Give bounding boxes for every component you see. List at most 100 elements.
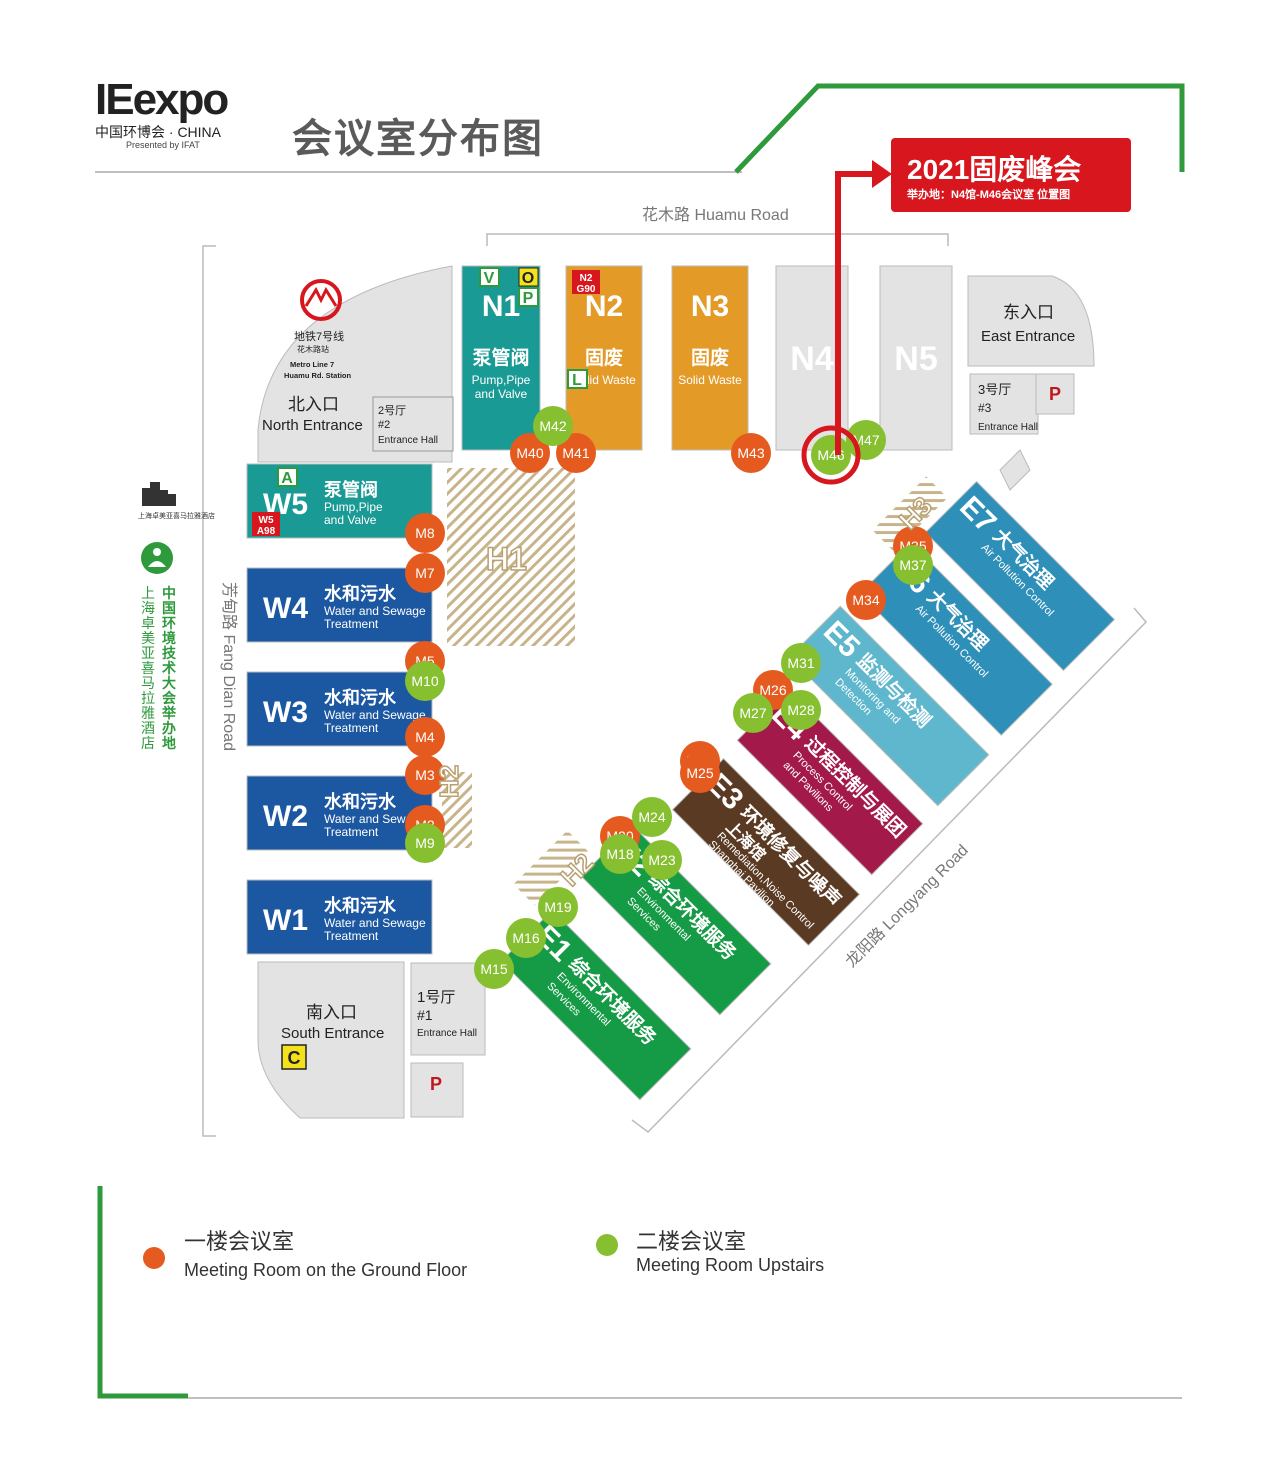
meeting-room-m40[interactable]: M40 xyxy=(510,433,550,473)
hall2-en: Entrance Hall xyxy=(378,435,438,446)
meeting-room-m4[interactable]: M4 xyxy=(405,717,445,757)
hotel-name: 上海卓美亚喜马拉雅酒店 xyxy=(138,511,215,520)
meeting-room-label: M18 xyxy=(606,846,633,862)
hall-cn: 固废 xyxy=(585,346,623,369)
meeting-room-m42[interactable]: M42 xyxy=(533,406,573,446)
badge-v: V xyxy=(484,270,495,287)
hall-id: N1 xyxy=(482,290,520,323)
meeting-room-label: M43 xyxy=(737,445,764,461)
header-frame xyxy=(95,83,1185,174)
hall-cn: 水和污水 xyxy=(324,687,397,708)
meeting-room-m34[interactable]: M34 xyxy=(846,580,886,620)
metro-station-en: Huamu Rd. Station xyxy=(284,371,352,380)
meeting-room-label: M40 xyxy=(516,445,543,461)
meeting-room-m37[interactable]: M37 xyxy=(893,545,933,585)
meeting-room-m10[interactable]: M10 xyxy=(405,661,445,701)
south-entrance-cn: 南入口 xyxy=(306,1003,357,1022)
meeting-room-label: M7 xyxy=(415,565,435,581)
hall3-cn: 3号厅 xyxy=(978,382,1011,397)
callout-title: 2021固废峰会 xyxy=(907,154,1082,185)
hall-id: N3 xyxy=(691,290,729,323)
meeting-room-m25[interactable]: M25 xyxy=(680,753,720,793)
south-entrance-en: South Entrance xyxy=(281,1025,384,1042)
hall-id: W2 xyxy=(263,800,308,833)
east-parking xyxy=(1035,373,1075,415)
metro-icon xyxy=(300,279,342,321)
badges: V O P L A C N2 G90 W5 A98 P P xyxy=(252,267,1061,1094)
meeting-room-label: M41 xyxy=(562,445,589,461)
hall-id: N5 xyxy=(894,340,937,378)
east-entrance-cn: 东入口 xyxy=(1003,303,1054,322)
svg-text:喜: 喜 xyxy=(141,660,155,676)
meeting-room-m8[interactable]: M8 xyxy=(405,513,445,553)
south-entrance-area xyxy=(257,961,405,1119)
svg-text:雅: 雅 xyxy=(141,705,155,721)
legend-upstairs-dot xyxy=(596,1234,618,1256)
page-title: 会议室分布图 xyxy=(292,117,544,161)
meeting-room-label: M16 xyxy=(512,930,539,946)
meeting-room-m28[interactable]: M28 xyxy=(781,690,821,730)
svg-text:拉: 拉 xyxy=(141,690,155,706)
meeting-room-m46[interactable]: M46 xyxy=(811,435,851,475)
hall1-en: Entrance Hall xyxy=(417,1028,477,1039)
meeting-room-m27[interactable]: M27 xyxy=(733,693,773,733)
meeting-room-label: M10 xyxy=(411,673,438,689)
hall-cn: 水和污水 xyxy=(324,895,397,916)
badge-l: L xyxy=(572,372,582,389)
south-parking xyxy=(410,1062,464,1118)
badge-w5: W5 xyxy=(259,515,274,526)
callout-subtitle: 举办地：N4馆-M46会议室 位置图 xyxy=(907,189,1071,201)
north-entrance-cn: 北入口 xyxy=(288,395,339,414)
meeting-room-m7[interactable]: M7 xyxy=(405,553,445,593)
svg-text:会: 会 xyxy=(162,690,177,706)
hall-en: Treatment xyxy=(324,825,379,839)
meeting-room-m24[interactable]: M24 xyxy=(632,797,672,837)
badge-c: C xyxy=(288,1048,301,1068)
svg-text:术: 术 xyxy=(162,660,176,676)
meeting-room-label: M26 xyxy=(759,682,786,698)
hall1-cn: 1号厅 xyxy=(417,989,455,1006)
hall-cn: 水和污水 xyxy=(324,791,397,812)
hall-en: Water and Sewage xyxy=(324,604,426,618)
meeting-room-label: M8 xyxy=(415,525,435,541)
meeting-room-label: M42 xyxy=(539,418,566,434)
legend-ground-dot xyxy=(143,1247,165,1269)
badge-p: P xyxy=(523,290,534,307)
meeting-room-m43[interactable]: M43 xyxy=(731,433,771,473)
road-outlines xyxy=(202,233,1148,1137)
meeting-room-m9[interactable]: M9 xyxy=(405,823,445,863)
meeting-room-m16[interactable]: M16 xyxy=(506,918,546,958)
legend-upstairs-en: Meeting Room Upstairs xyxy=(636,1255,825,1275)
meeting-room-label: M9 xyxy=(415,835,435,851)
svg-text:卓: 卓 xyxy=(141,615,155,631)
meeting-room-m18[interactable]: M18 xyxy=(600,834,640,874)
meeting-room-m19[interactable]: M19 xyxy=(538,887,578,927)
hall-en: Treatment xyxy=(324,721,379,735)
logo-ieexpo: IEexpo xyxy=(95,75,229,124)
hall-h2-west xyxy=(442,772,472,848)
meeting-room-label: M28 xyxy=(787,702,814,718)
hall-en: and Valve xyxy=(324,513,377,527)
hall-n5: N5 xyxy=(879,265,953,451)
metro-line-cn: 地铁7号线 xyxy=(294,329,344,343)
logo-presented-by: Presented by IFAT xyxy=(126,140,200,150)
hall-cn: 固废 xyxy=(691,346,729,369)
metro-line-en: Metro Line 7 xyxy=(290,360,334,369)
svg-text:马: 马 xyxy=(141,675,155,691)
meeting-room-label: M23 xyxy=(648,852,675,868)
meeting-room-m31[interactable]: M31 xyxy=(781,643,821,683)
hall3-en: Entrance Hall xyxy=(978,422,1038,433)
meeting-room-label: M24 xyxy=(638,809,665,825)
meeting-room-m3[interactable]: M3 xyxy=(405,755,445,795)
meeting-room-label: M25 xyxy=(686,765,713,781)
label-h1: H1 xyxy=(486,541,527,577)
meeting-room-m15[interactable]: M15 xyxy=(474,949,514,989)
meeting-room-m23[interactable]: M23 xyxy=(642,840,682,880)
svg-text:国: 国 xyxy=(162,600,176,616)
meeting-room-m41[interactable]: M41 xyxy=(556,433,596,473)
